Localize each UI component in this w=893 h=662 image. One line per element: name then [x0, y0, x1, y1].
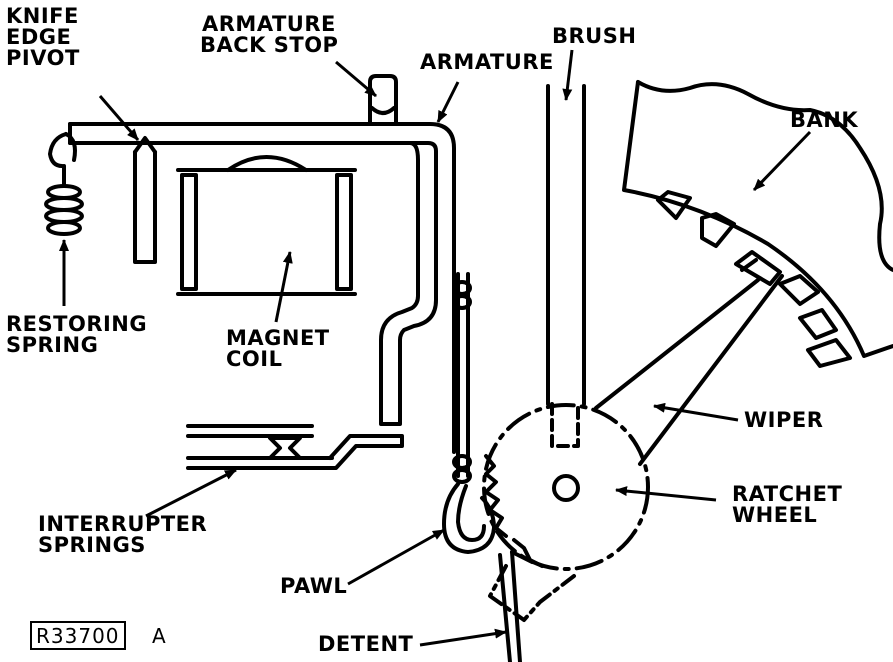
armature-lever [68, 122, 456, 454]
label-knife-edge-pivot: KNIFE EDGE PIVOT [6, 4, 80, 70]
label-detent: DETENT [318, 632, 414, 656]
interrupter-springs [186, 424, 404, 470]
reference-code: R33700 [36, 624, 120, 648]
armature-back-stop [368, 74, 398, 124]
arrow-ratchet-wheel [615, 486, 717, 502]
label-bank: BANK [790, 108, 859, 132]
arrow-knife-edge [98, 95, 140, 141]
label-armature: ARMATURE [420, 50, 554, 74]
arrow-brush [562, 49, 574, 101]
arrow-pawl [347, 528, 445, 586]
arrow-magnet-coil [274, 251, 293, 323]
arrow-armature [436, 81, 460, 123]
pawl [442, 272, 496, 554]
label-restoring-spring: RESTORING SPRING [6, 312, 148, 357]
leader-arrows [59, 49, 812, 647]
arrow-detent [419, 628, 507, 647]
reference-suffix: A [152, 624, 166, 648]
knife-edge-pivot [133, 136, 157, 264]
detent [488, 550, 576, 662]
contact-bank [622, 80, 893, 368]
label-wiper: WIPER [744, 408, 824, 432]
arrow-bank [752, 130, 812, 192]
restoring-spring [44, 132, 84, 236]
wiper-arm [594, 250, 784, 466]
label-ratchet-wheel: RATCHET WHEEL [732, 482, 843, 527]
arrow-back-stop [335, 60, 377, 98]
label-pawl: PAWL [280, 574, 348, 598]
magnet-coil [176, 155, 357, 296]
arrow-interrupter-springs [145, 468, 237, 518]
brush [546, 84, 586, 448]
label-armature-back-stop: ARMATURE BACK STOP [200, 12, 339, 57]
arrow-wiper [653, 402, 739, 422]
ratchet-wheel [482, 403, 650, 571]
label-interrupter-springs: INTERRUPTER SPRINGS [38, 512, 208, 557]
label-brush: BRUSH [552, 24, 637, 48]
reference-code-box: R33700 [30, 621, 126, 650]
label-magnet-coil: MAGNET COIL [226, 326, 330, 371]
